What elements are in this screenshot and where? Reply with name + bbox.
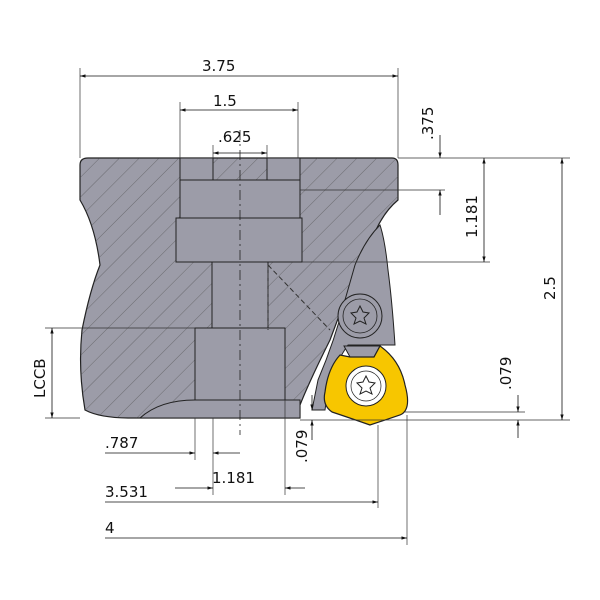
- dim-bore-diameter: 1.181: [212, 469, 255, 487]
- torx-icon: [355, 374, 377, 395]
- insert-pocket: [311, 224, 396, 411]
- dimension-labels: 3.75 1.5 .625 .375 1.181 2.5 .079 LCCB .…: [31, 57, 559, 537]
- dim-overall-diameter: 3.75: [202, 57, 235, 75]
- cutter-body: [79, 130, 399, 435]
- dim-keyway-depth: .375: [419, 107, 437, 140]
- dim-bottom-projection: .079: [293, 430, 311, 463]
- dim-bore-relief: .787: [105, 434, 138, 452]
- dim-lccb: LCCB: [31, 358, 49, 398]
- cutting-insert: [323, 345, 409, 426]
- torx-icon: [349, 304, 371, 325]
- clamp-screw: [337, 293, 383, 339]
- dim-cutting-diameter: 3.531: [105, 483, 148, 501]
- dim-pilot-diameter: 1.5: [213, 92, 237, 110]
- dim-keyway-width: .625: [218, 128, 251, 146]
- dim-counterbore-depth: 1.181: [463, 195, 481, 238]
- dimension-lines: [50, 74, 564, 540]
- dim-overall-height: 2.5: [541, 276, 559, 300]
- dim-insert-projection: .079: [497, 357, 515, 390]
- dim-max-diameter: 4: [105, 519, 115, 537]
